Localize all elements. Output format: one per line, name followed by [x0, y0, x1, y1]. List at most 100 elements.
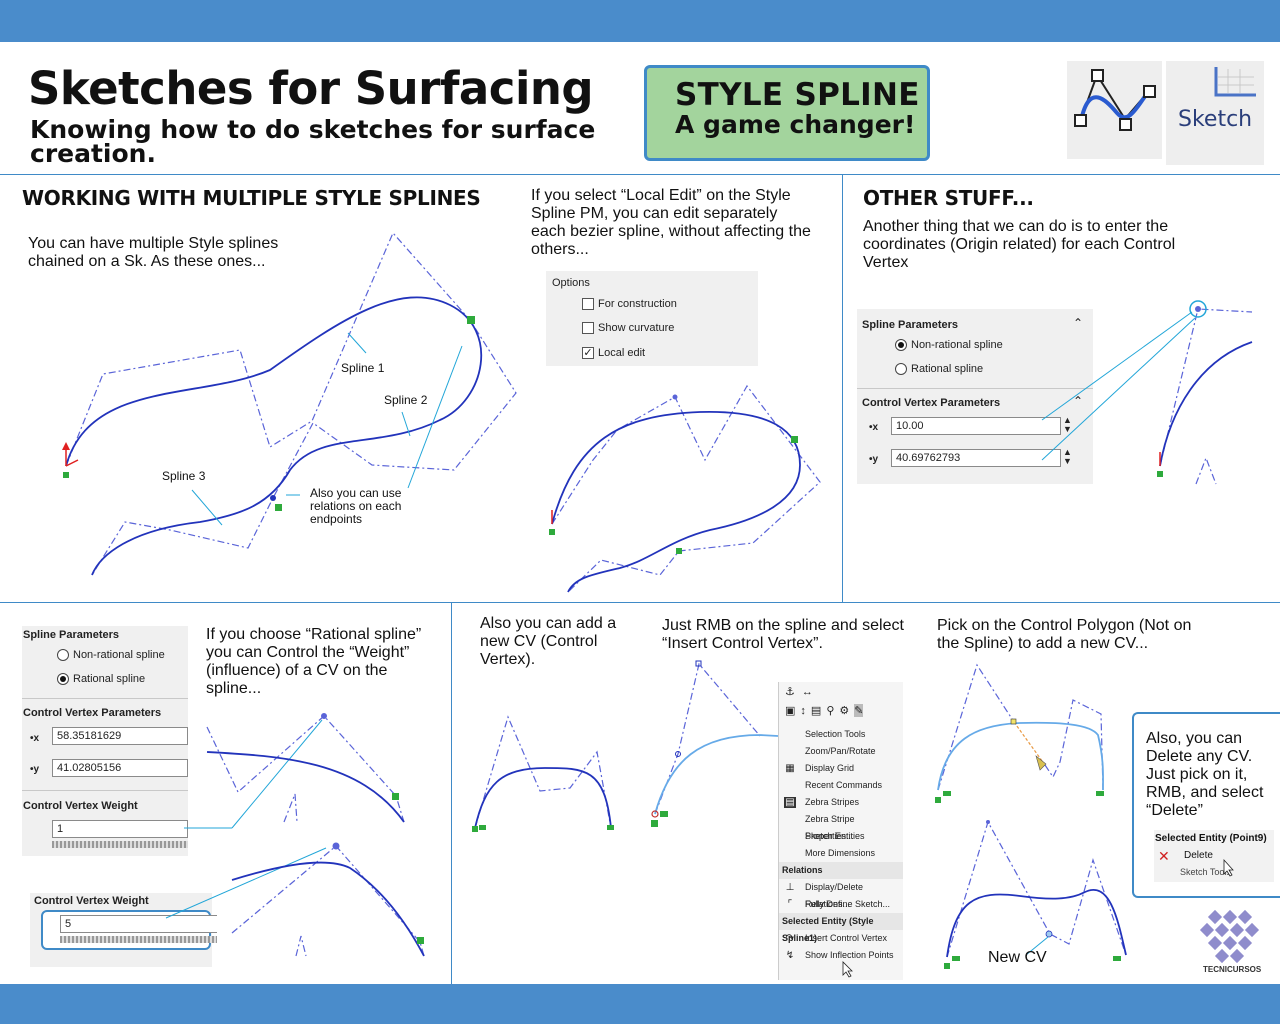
menu-zebra-stripes[interactable]: ▤ Zebra Stripes — [779, 794, 903, 811]
menu-more-dimensions[interactable]: More Dimensions — [805, 848, 876, 858]
horizontal-icon[interactable]: ↔ — [801, 685, 813, 698]
menu-display-relations[interactable]: ⊥Display/Delete Relations... — [779, 879, 903, 909]
inflection-icon: ↯ — [785, 950, 795, 961]
x-spinner-icon[interactable]: ▲▼ — [1063, 415, 1072, 434]
nonrational-label: Non-rational spline — [911, 339, 1003, 351]
rational-spline-params: Spline Parameters — [23, 629, 119, 641]
rational-x-icon: •x — [30, 733, 40, 744]
menu-show-inflection-label: Show Inflection Points — [805, 950, 894, 960]
relations-icon: ⊥ — [785, 882, 795, 893]
radio-rational-dot[interactable] — [895, 363, 907, 376]
add-cv-text: Also you can add a new CV (Control Verte… — [480, 615, 617, 668]
menu-delete[interactable]: ✕ Delete — [1154, 847, 1274, 865]
menu-selection-tools[interactable]: Selection Tools — [805, 729, 866, 739]
other-text: Another thing that we can do is to enter… — [863, 218, 1176, 271]
radio-rational[interactable]: Rational spline — [895, 363, 983, 376]
sketch-label: Sketch — [1178, 107, 1253, 132]
local-edit-text: If you select “Local Edit” on the Style … — [531, 187, 811, 258]
menu-display-grid[interactable]: ▦Display Grid — [779, 760, 903, 777]
y-coord-field[interactable]: 40.69762793 — [891, 449, 1061, 467]
relations-note: Also you can use relations on each endpo… — [310, 486, 402, 526]
zoom-icon[interactable]: ⚲ — [826, 705, 835, 717]
vertical-icon[interactable]: ↕ — [800, 704, 806, 717]
weight-field-2[interactable]: 5 — [60, 915, 217, 933]
radio-nonrational[interactable]: Non-rational spline — [895, 339, 1003, 352]
opt-construction-label: For construction — [598, 298, 677, 310]
anchor-icon[interactable]: ⚓ — [785, 686, 795, 698]
style-spline-icon — [1074, 69, 1156, 131]
bottom-band — [0, 984, 1280, 1024]
gear-icon[interactable]: ⚙ — [839, 705, 850, 717]
grid-icon: ▦ — [785, 763, 795, 774]
working-text: You can have multiple Style splines chai… — [28, 235, 279, 270]
menu-recent-commands[interactable]: Recent Commands — [805, 780, 883, 790]
text-icon[interactable]: ▤ — [810, 705, 822, 717]
weight-slider-2[interactable] — [60, 936, 217, 943]
style-spline-tool[interactable] — [1067, 61, 1162, 159]
rational-radio-nonrational[interactable]: Non-rational spline — [57, 649, 165, 662]
menu-zoom-pan[interactable]: Zoom/Pan/Rotate — [805, 746, 876, 756]
divider-v1 — [842, 174, 843, 602]
menu-zebra-label: Zebra Stripes — [805, 797, 860, 807]
rational-y-field[interactable]: 41.02805156 — [52, 759, 188, 777]
delete-x-icon: ✕ — [1158, 848, 1170, 864]
menu-fully-define[interactable]: ⌜Fully Define Sketch... — [779, 896, 903, 913]
weight-slider[interactable] — [52, 841, 188, 848]
rational-separator-2 — [22, 790, 188, 791]
opt-construction[interactable]: For construction — [582, 298, 677, 311]
rational-x-field[interactable]: 58.35181629 — [52, 727, 188, 745]
rational-radio-nonrational-dot[interactable] — [57, 649, 69, 662]
new-cv-label: New CV — [988, 949, 1047, 966]
y-spinner-icon[interactable]: ▲▼ — [1063, 447, 1072, 466]
checkbox-curvature[interactable] — [582, 322, 594, 335]
sketch-tool[interactable]: Sketch — [1166, 61, 1264, 165]
menu-relations-header: Relations — [779, 862, 903, 879]
delete-text: Also, you can Delete any CV. Just pick o… — [1146, 730, 1264, 819]
menu-show-inflection[interactable]: ↯ Show Inflection Points — [779, 947, 903, 964]
collapse-icon-2[interactable]: ⌃ — [1073, 394, 1084, 408]
rational-radio-rational-dot[interactable] — [57, 673, 69, 686]
checkbox-construction[interactable] — [582, 298, 594, 311]
rmb-text: Just RMB on the spline and select “Inser… — [662, 617, 904, 652]
logo-text: TECNICURSOS — [1203, 965, 1262, 974]
collapse-icon[interactable]: ⌃ — [1073, 316, 1084, 330]
style-spline-banner: STYLE SPLINE A game changer! — [644, 65, 930, 161]
spline1-label: Spline 1 — [341, 361, 385, 375]
menu-sketch-tools[interactable]: Sketch Tools — [1180, 867, 1231, 877]
rational-text: If you choose “Rational spline” you can … — [206, 626, 422, 697]
rational-separator — [22, 698, 188, 699]
menu-insert-cv[interactable]: ↷Insert Control Vertex — [779, 930, 903, 947]
divider-v2 — [451, 602, 452, 984]
tools-icon[interactable]: ✎ — [854, 704, 864, 717]
panel-separator — [857, 388, 1093, 389]
sketch-icon — [1214, 67, 1256, 97]
menu-fully-define-label: Fully Define Sketch... — [805, 899, 891, 909]
working-heading: WORKING WITH MULTIPLE STYLE SPLINES — [22, 186, 481, 210]
opt-curvature-label: Show curvature — [598, 322, 675, 334]
zebra-icon: ▤ — [784, 797, 796, 808]
pick-text: Pick on the Control Polygon (Not on the … — [937, 617, 1192, 652]
x-coord-field[interactable]: 10.00 — [891, 417, 1061, 435]
spline3-label: Spline 3 — [162, 469, 206, 483]
checkbox-local-edit[interactable]: ✓ — [582, 347, 594, 360]
menu-sketch-entities[interactable]: Sketch Entities — [805, 831, 865, 841]
menu-zebra-properties[interactable]: Zebra Stripe Properties... — [805, 814, 855, 841]
opt-local-edit[interactable]: ✓ Local edit — [582, 347, 646, 360]
rational-radio-rational[interactable]: Rational spline — [57, 673, 146, 686]
menu-entity-header: Selected Entity (Style Spline1) — [779, 913, 903, 943]
weight-label-2: Control Vertex Weight — [34, 895, 149, 907]
radio-nonrational-dot[interactable] — [895, 339, 907, 352]
view-icon[interactable]: ▣ — [785, 705, 796, 717]
spline2-label: Spline 2 — [384, 393, 428, 407]
opt-local-edit-label: Local edit — [598, 347, 646, 359]
rational-y-icon: •y — [30, 764, 40, 775]
y-coord-icon: •y — [869, 454, 879, 465]
spline-params-panel: Spline Parameters ⌃ Non-rational spline … — [857, 309, 1093, 484]
rational-rational-label: Rational spline — [73, 673, 146, 685]
opt-curvature[interactable]: Show curvature — [582, 322, 675, 335]
weight-field[interactable]: 1 — [52, 820, 188, 838]
